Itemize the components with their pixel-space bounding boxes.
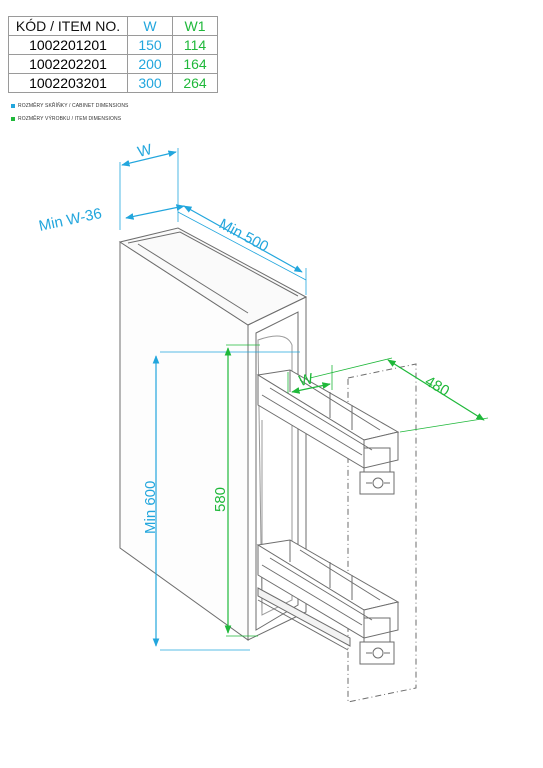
cell-w1: 114: [172, 35, 218, 55]
pullout-front-door: [347, 363, 417, 703]
legend-cabinet-label: ROZMĚRY SKŘÍŇKY / CABINET DIMENSIONS: [18, 103, 129, 109]
dim-label-480: 480: [422, 373, 452, 400]
table-row: 1002201201 150 114: [8, 35, 218, 55]
blue-square-icon: [11, 104, 15, 108]
dim-label-min-500: Min 500: [216, 216, 271, 256]
cabinet-body: [118, 227, 308, 641]
dim-label-min-w36: Min W-36: [37, 205, 103, 235]
green-square-icon: [11, 117, 15, 121]
lower-basket: [256, 539, 400, 665]
cell-w1: 164: [172, 54, 218, 74]
dim-label-item-w: W: [297, 370, 315, 390]
cell-w1: 264: [172, 73, 218, 93]
legend-item: ROZMĚRY VÝROBKU / ITEM DIMENSIONS: [11, 116, 121, 122]
cell-w: 150: [127, 35, 173, 55]
cell-code: 1002203201: [8, 73, 128, 93]
table-header-row: KÓD / ITEM NO. W W1: [8, 16, 218, 36]
spec-table: KÓD / ITEM NO. W W1 1002201201 150 114 1…: [8, 16, 218, 93]
legend-cabinet: ROZMĚRY SKŘÍŇKY / CABINET DIMENSIONS: [11, 103, 128, 109]
upper-basket: [256, 369, 400, 495]
cabinet-front-frame: [247, 296, 307, 641]
cell-w: 300: [127, 73, 173, 93]
legend-item-label: ROZMĚRY VÝROBKU / ITEM DIMENSIONS: [18, 116, 122, 122]
item-dimension-lines: [224, 344, 489, 637]
dim-label-w: W: [136, 141, 155, 161]
dim-label-min-600: Min 600: [142, 481, 159, 534]
cabinet-dimension-lines: [119, 148, 307, 651]
table-row: 1002203201 300 264: [8, 73, 218, 93]
dim-label-580: 580: [212, 487, 229, 512]
